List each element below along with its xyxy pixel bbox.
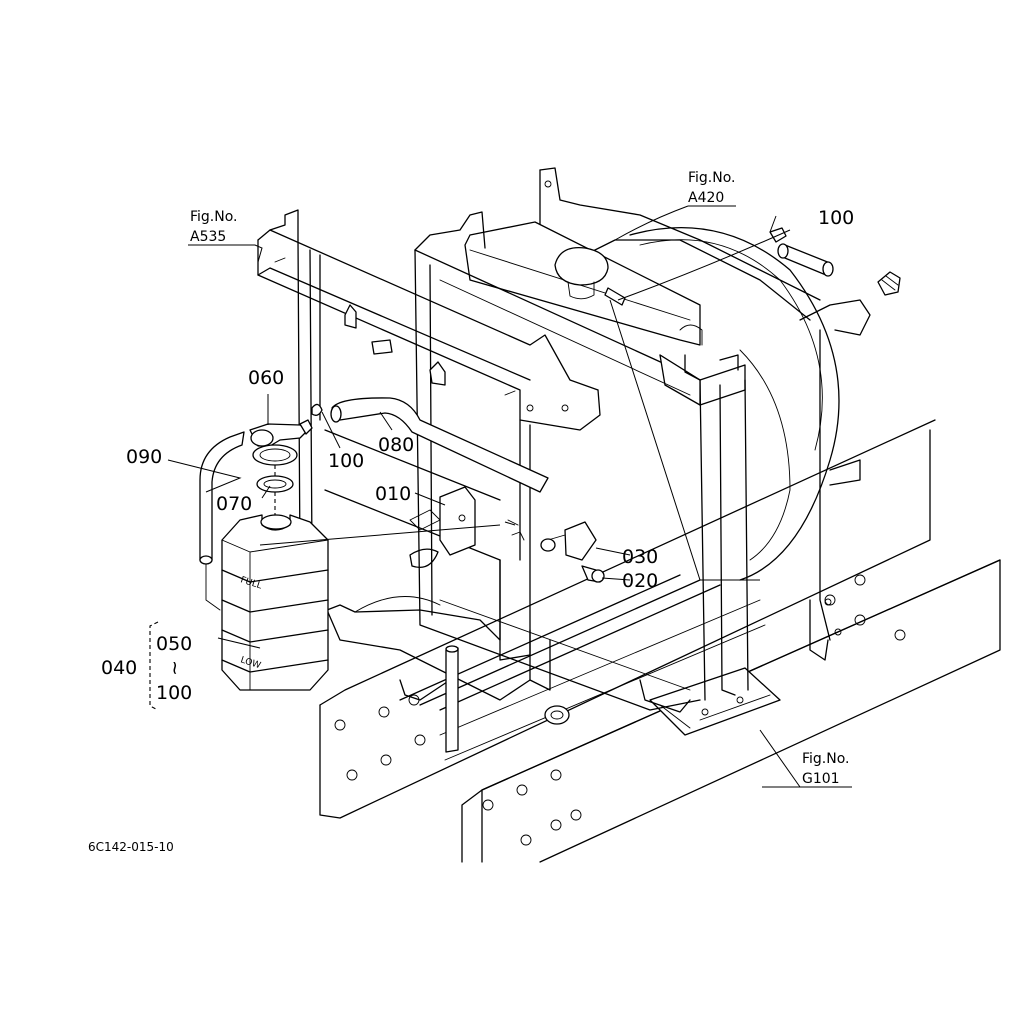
fig-ref-g101-title: Fig.No. (802, 751, 850, 767)
fig-ref-a420: Fig.No. A420 (688, 170, 736, 206)
callout-070: 070 (216, 493, 252, 515)
hose-080 (330, 397, 549, 493)
fig-ref-a535-title: Fig.No. (190, 209, 238, 225)
drain-hose (445, 645, 459, 753)
callout-100-top: 100 (818, 207, 854, 229)
callout-050: 050 (156, 633, 192, 655)
bracket-frame (257, 209, 601, 701)
fig-ref-g101: Fig.No. G101 (802, 751, 850, 787)
tank-050: FULL LOW (221, 514, 329, 691)
plate-010 (439, 486, 476, 556)
callout-030: 030 (622, 546, 658, 568)
callout-090: 090 (126, 446, 162, 468)
leader-lines (167, 205, 852, 788)
clip-100-mid (311, 403, 323, 416)
fan-shroud (539, 167, 871, 661)
callout-labels: 010 020 030 040 050 060 070 080 090 100 … (101, 207, 854, 704)
callout-range-separator: ~ (164, 660, 186, 676)
hose-090 (199, 431, 245, 565)
callout-100-mid: 100 (328, 450, 364, 472)
clip-pins (507, 519, 525, 541)
chassis-frame (319, 419, 1001, 863)
callout-100-range: 100 (156, 682, 192, 704)
radiator (414, 211, 749, 713)
cap-060 (249, 419, 313, 447)
callout-020: 020 (622, 570, 658, 592)
fig-ref-a535-code: A535 (190, 229, 226, 245)
callout-080: 080 (378, 434, 414, 456)
reserve-tank-assembly: FULL LOW (199, 419, 329, 691)
callout-010: 010 (375, 483, 411, 505)
gasket-070 (252, 444, 298, 493)
fig-ref-g101-code: G101 (802, 771, 840, 787)
frame-nut (544, 705, 570, 725)
fig-ref-a420-title: Fig.No. (688, 170, 736, 186)
callout-040: 040 (101, 657, 137, 679)
range-bracket-040 (149, 621, 159, 711)
fig-ref-a420-code: A420 (688, 190, 724, 206)
sensor-020 (581, 565, 605, 583)
callout-060: 060 (248, 367, 284, 389)
fig-ref-a535: Fig.No. A535 (190, 209, 238, 245)
radiator-base (649, 667, 781, 736)
radiator-cap (554, 246, 609, 300)
clamp-030 (540, 521, 597, 561)
plug-top-right (877, 271, 901, 296)
drawing-code: 6C142-015-10 (88, 840, 174, 854)
